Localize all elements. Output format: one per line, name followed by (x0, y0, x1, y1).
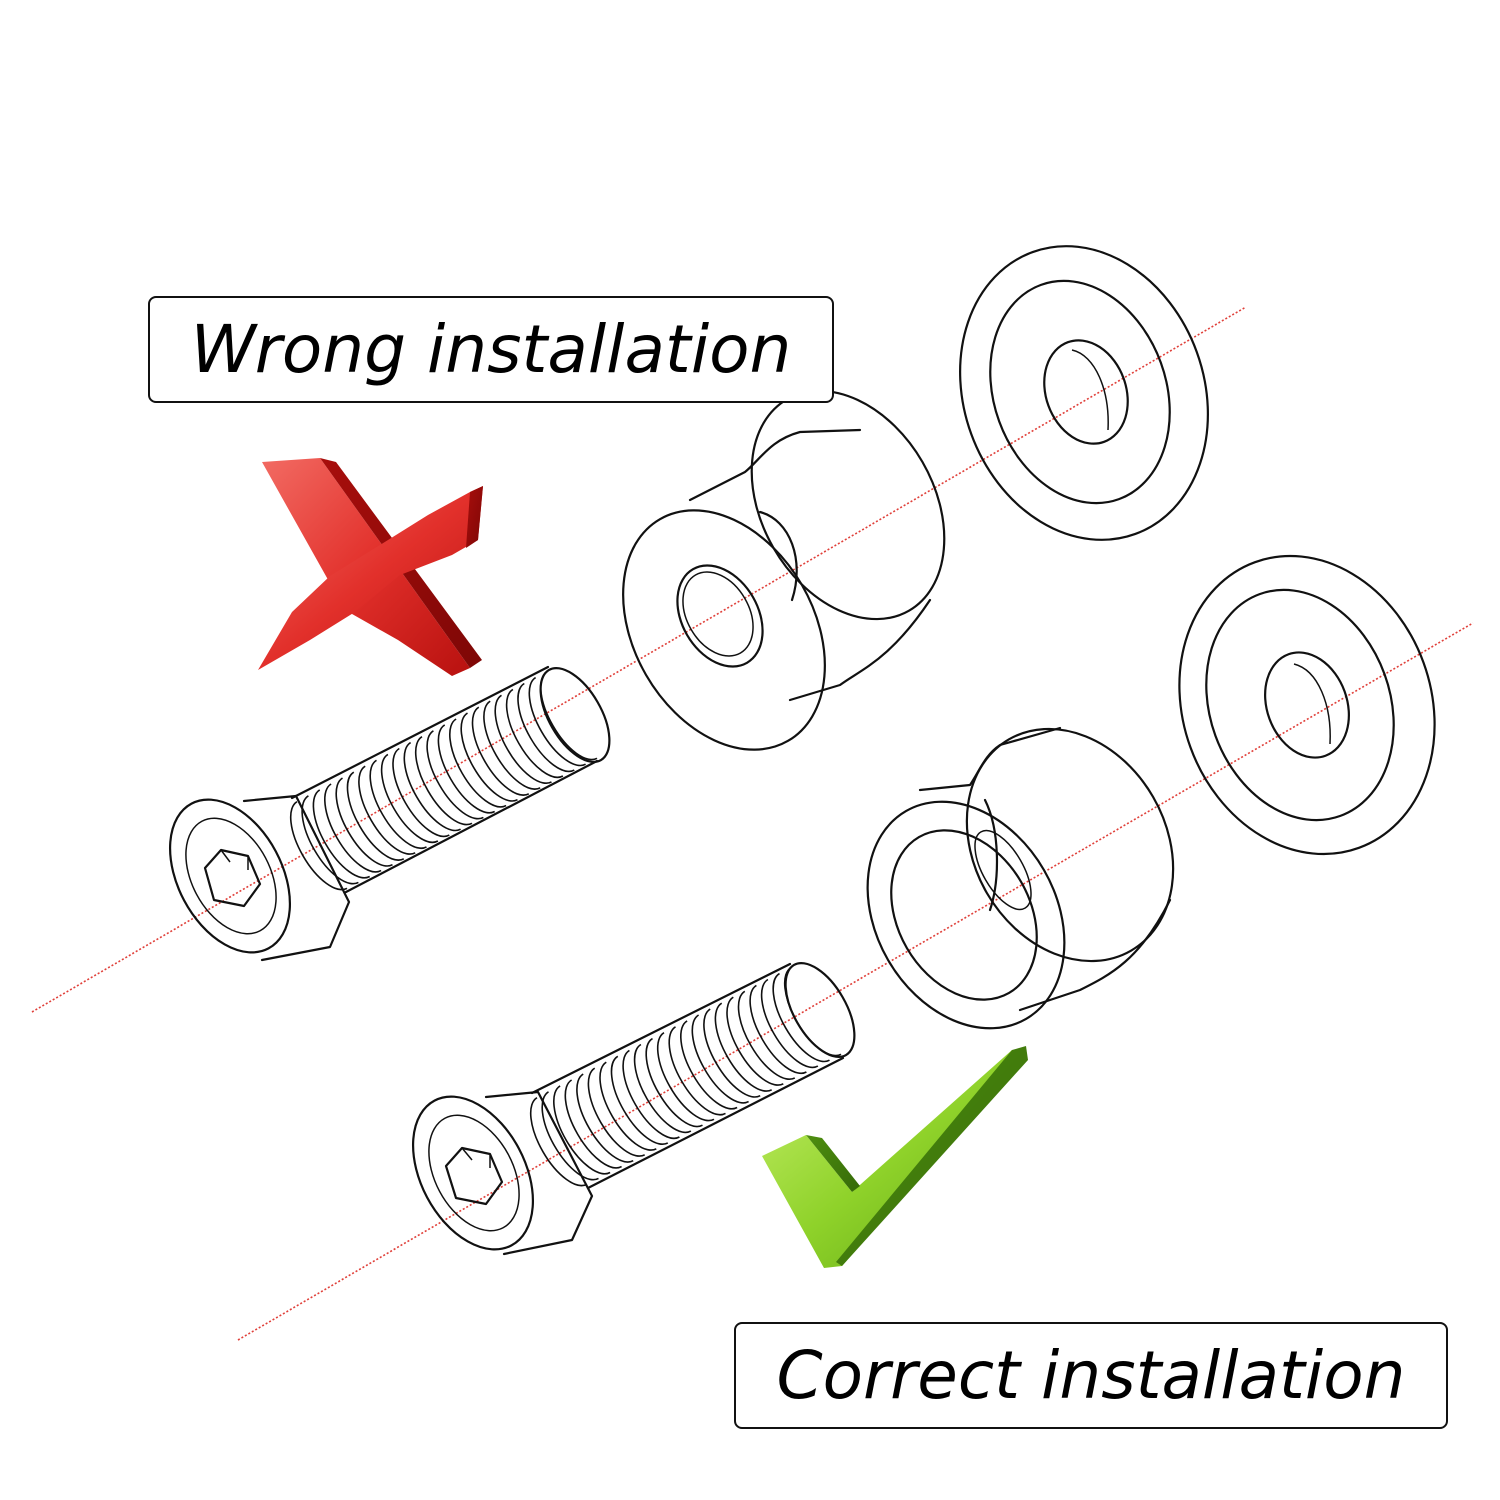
thread-ridge (403, 741, 461, 832)
thread-ridge (289, 801, 348, 891)
green-check-icon (762, 1046, 1028, 1268)
thread-ridge (633, 1043, 692, 1134)
thread-ridge (529, 1097, 588, 1187)
thread-ridge (369, 759, 427, 849)
thread-ridge (783, 967, 842, 1057)
thread-ridge (680, 1020, 738, 1110)
thread-ridge (714, 1002, 773, 1092)
correct-bolt-head (411, 1090, 594, 1256)
wrong-bolt-head (168, 794, 351, 962)
wrong-bolt (168, 665, 611, 962)
thread-ridge (346, 771, 405, 861)
thread-ridge (392, 747, 450, 838)
thread-ridge (599, 1061, 657, 1151)
thread-ridge (449, 718, 507, 808)
correct-washer (1178, 554, 1436, 856)
thread-ridge (324, 783, 382, 873)
correct-assembly (237, 554, 1474, 1341)
thread-ridge (760, 978, 819, 1069)
thread-ridge (528, 676, 586, 767)
thread-ridge (460, 712, 518, 802)
thread-ridge (483, 700, 541, 790)
thread-ridge (426, 730, 484, 820)
red-x-icon (258, 458, 483, 676)
thread-ridge (301, 795, 359, 885)
thread-ridge (539, 671, 598, 761)
thread-ridge (737, 990, 796, 1080)
thread-ridge (656, 1032, 715, 1122)
wrong-spool (622, 389, 946, 751)
wrong-assembly (31, 245, 1247, 1013)
thread-ridge (564, 1079, 622, 1169)
wrong-installation-label: Wrong installation (148, 296, 834, 403)
wrong-washer (959, 245, 1209, 541)
thread-ridge (691, 1014, 749, 1104)
thread-ridge (749, 984, 807, 1075)
thread-ridge (312, 789, 371, 879)
thread-ridge (553, 1085, 611, 1175)
thread-ridge (471, 706, 530, 796)
thread-ridge (380, 753, 439, 844)
thread-ridge (358, 765, 416, 855)
thread-ridge (335, 777, 393, 867)
thread-ridge (576, 1073, 634, 1163)
thread-ridge (541, 1091, 599, 1181)
thread-ridge (703, 1008, 761, 1098)
thread-ridge (772, 972, 830, 1063)
wrong-bolt-shaft (289, 665, 611, 894)
thread-ridge (494, 694, 552, 784)
thread-ridge (726, 996, 784, 1086)
thread-ridge (622, 1049, 680, 1140)
correct-bolt (411, 962, 856, 1256)
thread-ridge (414, 736, 473, 826)
thread-ridge (610, 1055, 669, 1145)
thread-ridge (668, 1026, 726, 1116)
thread-ridge (505, 688, 564, 779)
correct-spool (866, 726, 1175, 1030)
thread-ridge (645, 1037, 703, 1128)
thread-ridge (517, 682, 575, 773)
thread-ridge (437, 724, 496, 814)
correct-installation-label: Correct installation (734, 1322, 1448, 1429)
thread-ridge (587, 1067, 646, 1157)
